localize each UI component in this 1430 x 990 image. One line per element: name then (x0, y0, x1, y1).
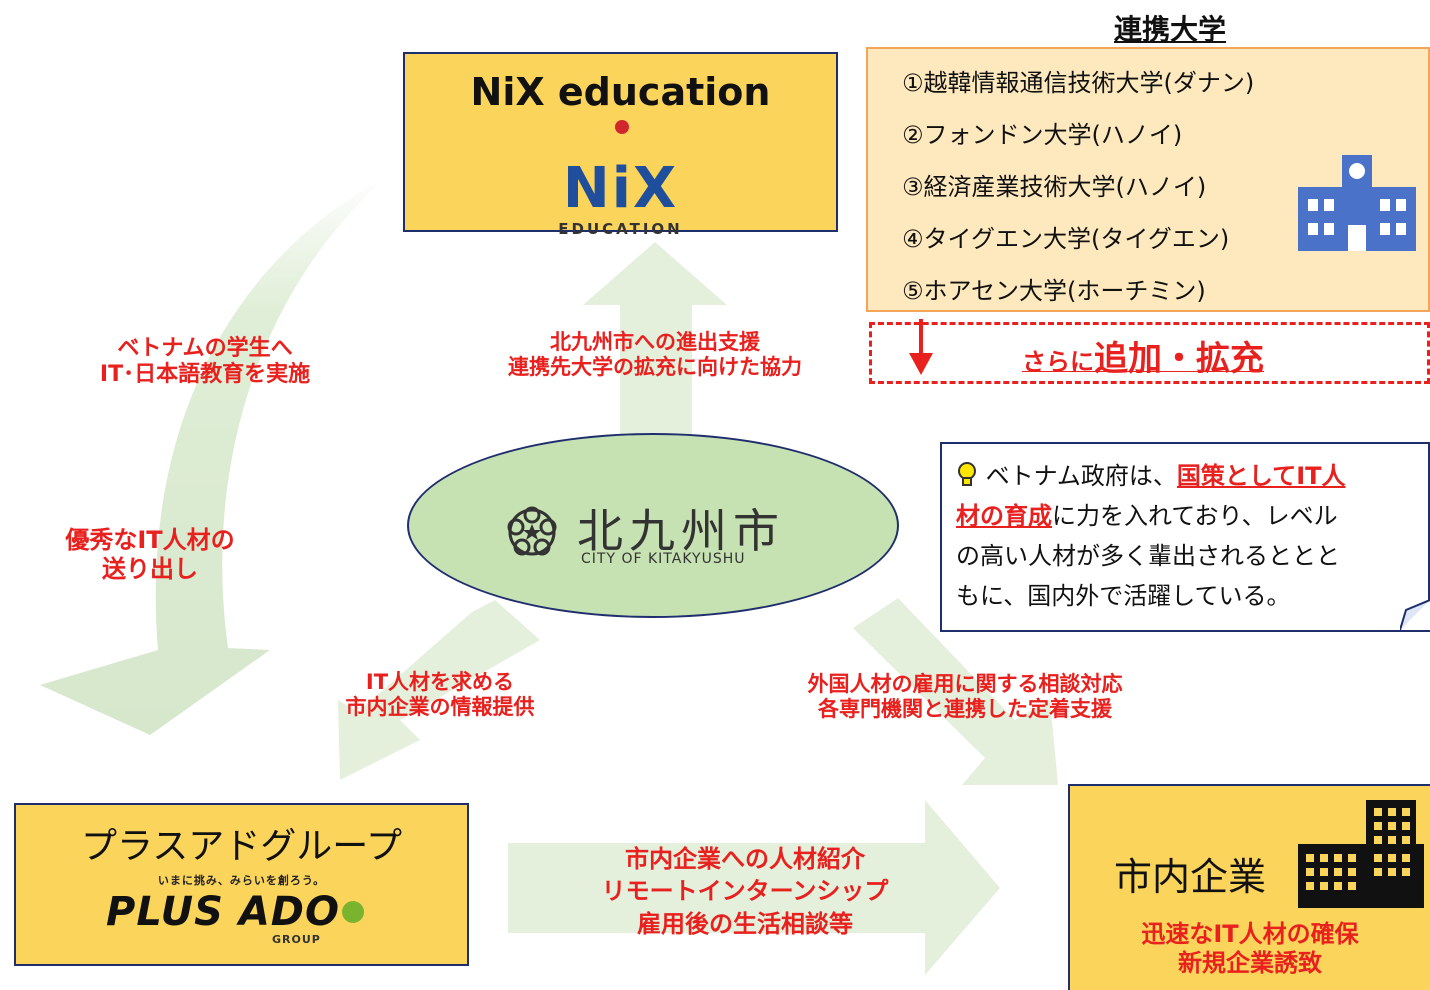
expansion-main: 追加・拡充 (1094, 339, 1264, 379)
note-fold-corner (1400, 600, 1430, 630)
nix-logo-sub: EDUCATION (558, 220, 683, 238)
expansion-box: さらに追加・拡充 (869, 319, 1430, 384)
plusado-logo-dot-icon (342, 901, 364, 923)
plusado-title: プラスアドグループ (80, 826, 403, 867)
right-arrow (508, 800, 1000, 975)
nix-title: NiX education (470, 70, 771, 114)
note-text-1: ベトナム政府は、 (985, 462, 1177, 490)
down-left-label: IT人材を求める 市内企業の情報提供 (300, 670, 580, 720)
note-text: ベトナム政府は、国策としてIT人材の育成に力を入れており、レベルの高い人材が多く… (956, 456, 1416, 616)
plusado-logo: PLUS ADO GROUP (16, 889, 467, 949)
city-name: 北九州市 (577, 504, 785, 558)
city-emblem-icon (507, 506, 557, 556)
school-building-icon (1298, 155, 1416, 251)
note-text-5: の高い人材が多く輩出されるととと (956, 542, 1340, 570)
left-top-label: ベトナムの学生へ IT･日本語教育を実施 (60, 336, 350, 389)
up-arrow-label-1: 北九州市への進出支援 (550, 330, 760, 354)
university-item-5: ⑤ホアセン大学(ホーチミン) (902, 277, 1206, 305)
down-left-label-1: IT人材を求める (365, 670, 515, 694)
right-arrow-label-3: 雇用後の生活相談等 (637, 909, 853, 938)
expansion-prefix: さらに (1022, 348, 1094, 376)
left-top-label-1: ベトナムの学生へ (117, 336, 293, 361)
note-text-6: もに、国内外で活躍している。 (956, 582, 1291, 610)
company-box: 市内企業 迅速なIT人材の確保 新規企業誘致 (1068, 784, 1430, 990)
down-left-arrow (338, 600, 540, 780)
plusado-logo-text: PLUS ADO (106, 889, 340, 935)
office-building-icon (1298, 800, 1424, 908)
university-item-2: ②フォンドン大学(ハノイ) (902, 121, 1183, 149)
nix-education-box: NiX education NiX EDUCATION (403, 52, 838, 238)
plusado-logo-sub: GROUP (272, 933, 321, 946)
city-sub: CITY OF KITAKYUSHU (581, 551, 746, 567)
plusado-box: プラスアドグループ いまに挑み、みらいを創ろう。 PLUS ADO GROUP (14, 803, 469, 966)
nix-logo-main: NiX (562, 156, 679, 221)
right-arrow-label-2: リモートインターンシップ (601, 877, 889, 906)
right-arrow-label-1: 市内企業への人材紹介 (625, 845, 865, 873)
up-arrow-label: 北九州市への進出支援 連携先大学の拡充に向けた協力 (470, 330, 840, 380)
expansion-label: さらに追加・拡充 (1022, 331, 1264, 380)
company-line-2: 新規企業誘致 (1178, 948, 1322, 977)
plusado-slogan: いまに挑み、みらいを創ろう。 (157, 874, 326, 887)
company-benefits: 迅速なIT人材の確保 新規企業誘致 (1080, 920, 1420, 978)
note-box: ベトナム政府は、国策としてIT人材の育成に力を入れており、レベルの高い人材が多く… (940, 442, 1430, 632)
note-text-3: 材の育成 (956, 502, 1052, 530)
curved-arrow-left (40, 178, 385, 735)
down-right-label: 外国人材の雇用に関する相談対応 各専門機関と連携した定着支援 (760, 672, 1170, 722)
left-bottom-label: 優秀なIT人材の 送り出し (20, 526, 280, 584)
company-title: 市内企業 (1114, 855, 1267, 899)
down-arrow-red-icon (909, 319, 933, 375)
universities-box: ①越韓情報通信技術大学(ダナン) ②フォンドン大学(ハノイ) ③経済産業技術大学… (866, 47, 1430, 312)
left-bottom-label-2: 送り出し (102, 554, 198, 583)
up-arrow (583, 242, 727, 450)
nix-logo: NiX EDUCATION (405, 156, 836, 238)
down-left-label-2: 市内企業の情報提供 (345, 695, 535, 720)
university-item-1: ①越韓情報通信技術大学(ダナン) (902, 69, 1255, 97)
down-right-label-1: 外国人材の雇用に関する相談対応 (807, 672, 1123, 696)
up-arrow-label-2: 連携先大学の拡充に向けた協力 (508, 355, 802, 380)
left-bottom-label-1: 優秀なIT人材の (65, 526, 235, 554)
universities-header: 連携大学 (1113, 13, 1226, 46)
note-text-2: 国策としてIT人 (1176, 462, 1346, 490)
lightbulb-icon (956, 460, 978, 486)
university-item-4: ④タイグエン大学(タイグエン) (902, 225, 1230, 253)
down-right-arrow (853, 598, 1058, 785)
note-text-4: に力を入れており、レベル (1052, 502, 1338, 530)
city-ellipse: 北九州市 CITY OF KITAKYUSHU (407, 433, 899, 618)
nix-logo-dot-icon (615, 120, 629, 134)
company-line-1: 迅速なIT人材の確保 (1141, 920, 1359, 948)
right-arrow-label: 市内企業への人材紹介 リモートインターンシップ 雇用後の生活相談等 (570, 843, 920, 940)
down-right-label-2: 各専門機関と連携した定着支援 (818, 697, 1112, 722)
university-item-3: ③経済産業技術大学(ハノイ) (902, 173, 1207, 201)
left-top-label-2: IT･日本語教育を実施 (99, 362, 311, 388)
